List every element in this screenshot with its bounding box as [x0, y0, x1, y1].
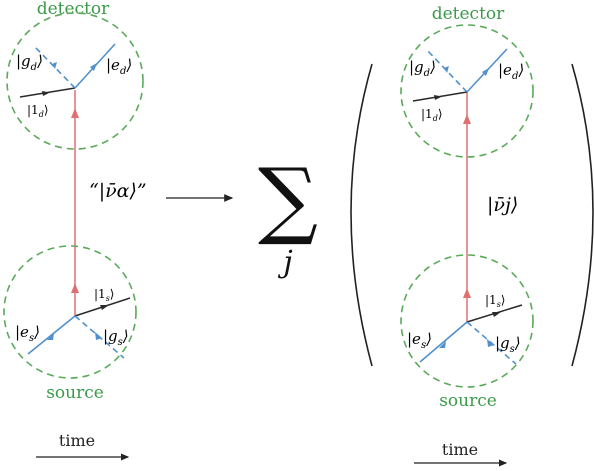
left-diagram: detector |gd⟩ |ed⟩ |1d⟩ |1s⟩ — [3, 0, 147, 461]
sum-symbol: ∑ — [258, 150, 318, 248]
right-source-photon-arrow — [492, 312, 501, 317]
left-detector-e-ket: |e — [106, 56, 120, 74]
left-source-excited-line — [27, 315, 76, 355]
svg-text:|ed⟩: |ed⟩ — [106, 56, 132, 77]
svg-text:|1d⟩: |1d⟩ — [421, 107, 443, 123]
right-state-label: |ν̄j⟩ — [487, 194, 518, 216]
svg-text:|gd⟩: |gd⟩ — [409, 58, 436, 79]
left-detector-g-ket: |g — [16, 52, 31, 70]
right-detector-ground-arrow — [444, 66, 449, 73]
right-source-ground-arrow — [487, 339, 494, 347]
left-source-e-ket: |e — [15, 323, 29, 341]
right-source-circle — [400, 254, 534, 388]
right-propagation-arrow-top — [463, 114, 471, 124]
svg-text:|ed⟩: |ed⟩ — [498, 61, 524, 82]
right-detector-excited-arrow — [482, 68, 489, 76]
left-detector-excited-arrow — [90, 63, 97, 71]
left-time-label: time — [59, 431, 95, 450]
left-detector-photon-ket: |1 — [27, 103, 39, 117]
left-detector-photon-arrow — [42, 91, 50, 96]
left-source-photon-arrow — [100, 305, 109, 310]
left-source-excited-arrow — [47, 333, 54, 340]
right-time-label: time — [442, 440, 478, 459]
svg-text:|1s⟩: |1s⟩ — [94, 287, 114, 303]
left-source-label: source — [46, 383, 104, 403]
right-source-photon-ket: |1 — [485, 293, 497, 307]
right-detector-label: detector — [432, 4, 505, 24]
left-source-circle — [3, 245, 137, 379]
right-detector-photon-ket: |1 — [421, 107, 433, 121]
right-source-g-ket: |g — [495, 334, 510, 352]
left-detector-ground-arrow — [52, 62, 57, 69]
left-source-g-ket: |g — [103, 327, 118, 345]
svg-text:|gs⟩: |gs⟩ — [495, 334, 521, 355]
right-source-label: source — [439, 391, 497, 411]
left-detector-label: detector — [37, 0, 110, 19]
right-diagram: detector |gd⟩ |ed⟩ |1d⟩ |1s⟩ |es⟩ — [400, 4, 534, 467]
left-source-ground-arrow — [95, 332, 102, 340]
left-big-paren — [350, 63, 373, 367]
sum-index: j — [277, 245, 292, 280]
right-source-excited-line — [419, 321, 468, 363]
left-detector-circle — [6, 12, 144, 150]
left-source-photon-ket: |1 — [94, 287, 106, 301]
mapping: ∑ j — [166, 63, 594, 367]
svg-text:|gs⟩: |gs⟩ — [103, 327, 129, 348]
right-big-paren — [571, 63, 594, 367]
right-detector-circle — [400, 24, 534, 158]
left-propagation-arrow-top — [71, 108, 79, 118]
right-source-e-ket: |e — [407, 330, 421, 348]
right-source-excited-arrow — [439, 341, 446, 348]
left-state-label: “|ν̄α⟩” — [89, 180, 147, 202]
right-detector-photon-arrow — [434, 95, 442, 100]
svg-text:|es⟩: |es⟩ — [15, 323, 40, 344]
svg-text:|gd⟩: |gd⟩ — [16, 52, 43, 73]
right-propagation-arrow-bottom — [463, 288, 471, 298]
svg-text:|1d⟩: |1d⟩ — [27, 103, 49, 119]
svg-text:|1s⟩: |1s⟩ — [485, 293, 505, 309]
svg-text:|es⟩: |es⟩ — [407, 330, 432, 351]
right-detector-e-ket: |e — [498, 61, 512, 79]
left-propagation-arrow-bottom — [71, 283, 79, 293]
right-detector-g-ket: |g — [409, 58, 424, 76]
